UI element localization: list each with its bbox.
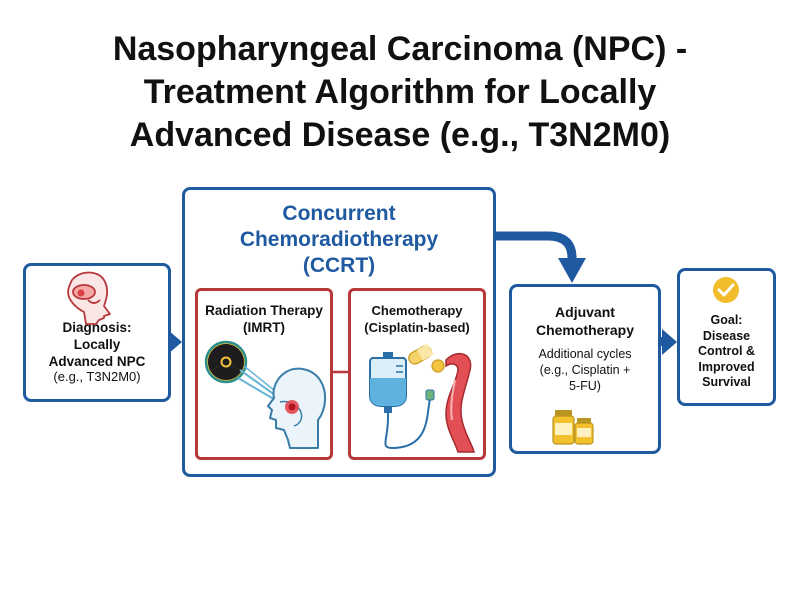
ccrt-title: Concurrent Chemoradiotherapy (CCRT)	[190, 201, 488, 279]
iv-bag-icon	[369, 352, 435, 450]
ccrt-title-line: Chemoradiotherapy	[239, 228, 439, 251]
diagnosis-subtitle: (e.g., T3N2M0)	[53, 369, 141, 384]
goal-box	[677, 268, 776, 406]
goal-title-line: Improved	[698, 359, 755, 374]
title-line-1: Nasopharyngeal Carcinoma (NPC) -	[112, 30, 688, 68]
diagnosis-title: Diagnosis: Locally Advanced NPC	[27, 319, 167, 370]
head-profile-beam-icon	[237, 365, 326, 449]
chemotherapy-title-line: (Cisplatin-based)	[364, 320, 470, 335]
diagnosis-title-line: Advanced NPC	[48, 354, 146, 369]
adjuvant-subtitle-line: (e.g., Cisplatin +	[539, 363, 631, 377]
arrow-ccrt-to-adjuvant	[496, 231, 586, 283]
arrow-diagnosis-to-ccrt	[168, 330, 182, 354]
goal-title-line: Disease	[702, 328, 751, 343]
radiation-title-line: Radiation Therapy	[205, 303, 323, 318]
adjuvant-title-line: Adjuvant	[555, 304, 615, 320]
adjuvant-subtitle-line: 5-FU)	[569, 379, 601, 393]
ccrt-title-line: (CCRT)	[302, 254, 376, 277]
title-line-2: Treatment Algorithm for Locally	[143, 73, 657, 111]
adjuvant-subtitle-line: Additional cycles	[538, 347, 632, 361]
title-line-3: Advanced Disease (e.g., T3N2M0)	[129, 116, 671, 154]
radiation-title-line: (IMRT)	[243, 320, 285, 335]
adjuvant-title: Adjuvant Chemotherapy	[511, 303, 659, 339]
adjuvant-subtitle: Additional cycles (e.g., Cisplatin + 5-F…	[511, 346, 659, 394]
goal-title-line: Survival	[702, 375, 751, 389]
goal-title-line: Goal:	[710, 313, 743, 327]
adjuvant-title-line: Chemotherapy	[535, 322, 635, 338]
goal-title-line: Control &	[698, 344, 755, 358]
radiation-symbol-icon	[204, 340, 248, 384]
goal-title: Goal: Disease Control & Improved Surviva…	[679, 313, 774, 391]
chemotherapy-title: Chemotherapy (Cisplatin-based)	[350, 302, 484, 336]
diagnosis-title-line: Diagnosis:	[62, 320, 132, 335]
diagnosis-title-line: Locally	[73, 337, 121, 352]
ccrt-title-line: Concurrent	[282, 202, 396, 225]
radiation-therapy-title: Radiation Therapy (IMRT)	[197, 302, 331, 336]
medicine-vials-icon	[552, 410, 594, 445]
checkmark-circle-icon	[713, 277, 739, 303]
nasopharynx-head-icon	[67, 271, 111, 325]
diagram-title: Nasopharyngeal Carcinoma (NPC) - Treatme…	[40, 28, 760, 157]
pills-icon	[408, 343, 445, 373]
arrow-adjuvant-to-goal	[661, 329, 677, 355]
blood-vessel-icon	[445, 352, 475, 453]
chemotherapy-title-line: Chemotherapy	[371, 303, 463, 318]
